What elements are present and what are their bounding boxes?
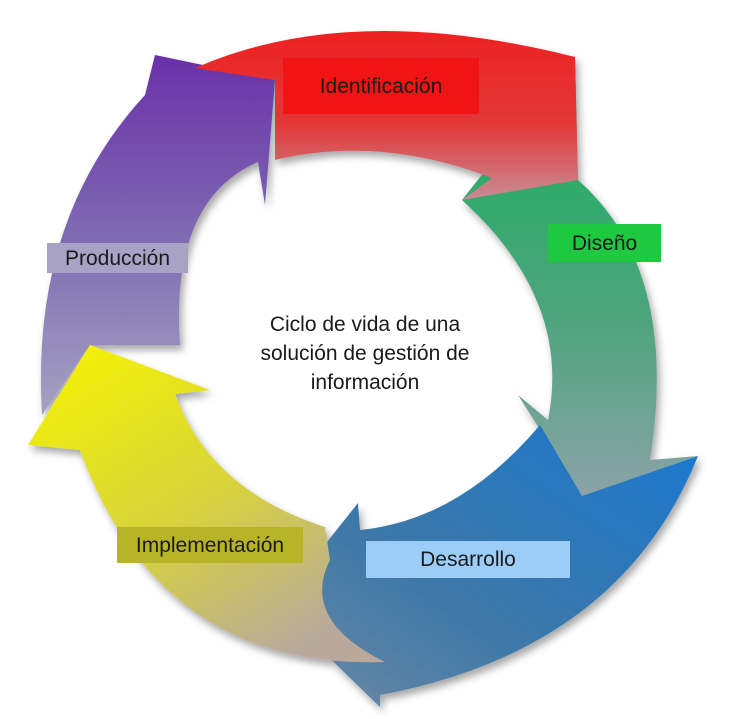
stage-label-produccion: Producción [47,243,188,273]
stage-label-implementacion: Implementación [117,527,303,563]
stage-label-desarrollo: Desarrollo [366,541,570,578]
stage-label-diseno: Diseño [548,224,661,262]
arrow-produccion [40,55,275,415]
diagram-center-title: Ciclo de vida de una solución de gestión… [260,313,470,394]
stage-label-identificacion: Identificación [283,58,479,114]
arrow-implementacion [28,345,385,663]
